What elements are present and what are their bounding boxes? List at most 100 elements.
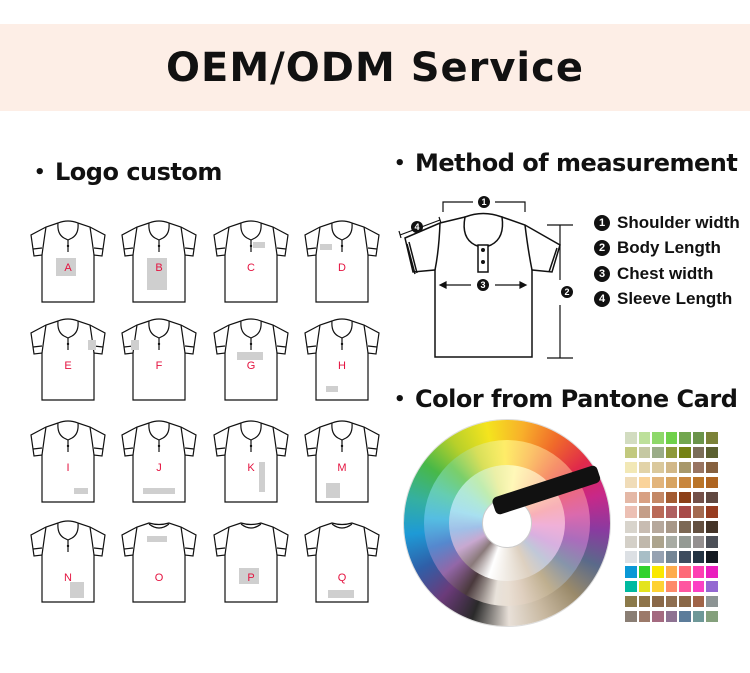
polo-shirt-icon (30, 220, 106, 303)
number-badge: 2 (594, 240, 610, 257)
shirt-label: D (338, 262, 346, 274)
shirt-option: H (302, 316, 382, 406)
shirt-option: E (28, 316, 108, 406)
color-swatch (638, 521, 650, 533)
color-swatch (638, 446, 650, 459)
color-swatch (692, 566, 704, 578)
color-swatch (665, 521, 677, 533)
shirt-option: I (28, 418, 108, 508)
color-swatch (625, 610, 637, 623)
color-swatch (706, 446, 718, 459)
shirt-option: G (211, 316, 291, 406)
color-swatch (665, 491, 677, 504)
color-swatch (706, 491, 718, 504)
logo-area (143, 488, 175, 494)
color-swatch (706, 506, 718, 518)
color-swatch (652, 506, 664, 518)
logo-area (326, 386, 338, 392)
polo-shirt-icon (121, 318, 197, 401)
section-logo-custom: • Logo custom (34, 158, 222, 186)
color-swatch (706, 566, 718, 578)
color-swatch (625, 506, 637, 518)
shirt-label: J (156, 462, 162, 474)
shirt-label: E (64, 360, 72, 372)
color-swatch (652, 580, 664, 593)
legend-label: Shoulder width (617, 212, 740, 232)
legend-label: Body Length (617, 238, 721, 258)
color-swatch (706, 432, 718, 444)
color-swatch (665, 476, 677, 489)
shirt-option: J (119, 418, 199, 508)
logo-area (326, 483, 340, 498)
color-swatch (665, 432, 677, 444)
logo-area (237, 352, 263, 360)
polo-shirt-icon (213, 522, 289, 603)
color-swatch (692, 461, 704, 474)
section-pantone: • Color from Pantone Card (394, 385, 738, 413)
logo-area (74, 488, 88, 494)
shirt-option: Q (302, 518, 382, 608)
legend-item: 4 Sleeve Length (594, 287, 740, 313)
color-swatch (638, 432, 650, 444)
polo-shirt-icon (304, 220, 380, 303)
color-swatch (625, 521, 637, 533)
shirt-option: K (211, 418, 291, 508)
color-swatch (692, 536, 704, 548)
color-swatch (652, 536, 664, 548)
color-swatch (625, 595, 637, 608)
logo-area (320, 244, 332, 250)
shirt-option: O (119, 518, 199, 608)
polo-shirt-icon (30, 318, 106, 401)
bullet: • (34, 161, 46, 183)
title-banner: OEM/ODM Service (0, 24, 750, 111)
logo-area (259, 462, 265, 492)
color-swatch (625, 432, 637, 444)
shirt-option: M (302, 418, 382, 508)
color-swatch (692, 521, 704, 533)
color-swatch (706, 476, 718, 489)
number-badge: 1 (594, 214, 610, 231)
number-badge: 4 (594, 291, 610, 308)
section-title: Method of measurement (415, 149, 738, 177)
logo-area (88, 340, 96, 350)
color-swatch (652, 551, 664, 563)
color-swatch (625, 580, 637, 593)
bullet: • (394, 152, 406, 174)
color-swatch (706, 580, 718, 593)
color-swatch (706, 610, 718, 623)
pantone-swatch-grid (625, 432, 718, 623)
logo-area (70, 582, 84, 598)
shirt-label: Q (337, 572, 347, 584)
shirt-label: B (155, 262, 163, 274)
color-swatch (692, 476, 704, 489)
color-swatch (679, 566, 691, 578)
shirt-label: A (64, 262, 72, 274)
color-swatch (652, 432, 664, 444)
color-swatch (706, 551, 718, 563)
logo-area (239, 568, 259, 584)
color-swatch (665, 595, 677, 608)
color-swatch (652, 566, 664, 578)
logo-area (56, 258, 76, 276)
logo-area (253, 242, 265, 248)
color-swatch (665, 580, 677, 593)
color-swatch (665, 551, 677, 563)
shirt-label: O (154, 572, 164, 584)
color-swatch (665, 536, 677, 548)
legend-label: Sleeve Length (617, 289, 733, 309)
color-swatch (638, 566, 650, 578)
color-swatch (638, 491, 650, 504)
color-swatch (679, 491, 691, 504)
logo-area (131, 340, 139, 350)
color-swatch (706, 521, 718, 533)
color-swatch (679, 610, 691, 623)
shirt-option: F (119, 316, 199, 406)
color-swatch (665, 461, 677, 474)
polo-shirt-icon (121, 420, 197, 503)
color-swatch (665, 506, 677, 518)
color-swatch (652, 521, 664, 533)
shirt-option: B (119, 218, 199, 308)
color-swatch (625, 461, 637, 474)
